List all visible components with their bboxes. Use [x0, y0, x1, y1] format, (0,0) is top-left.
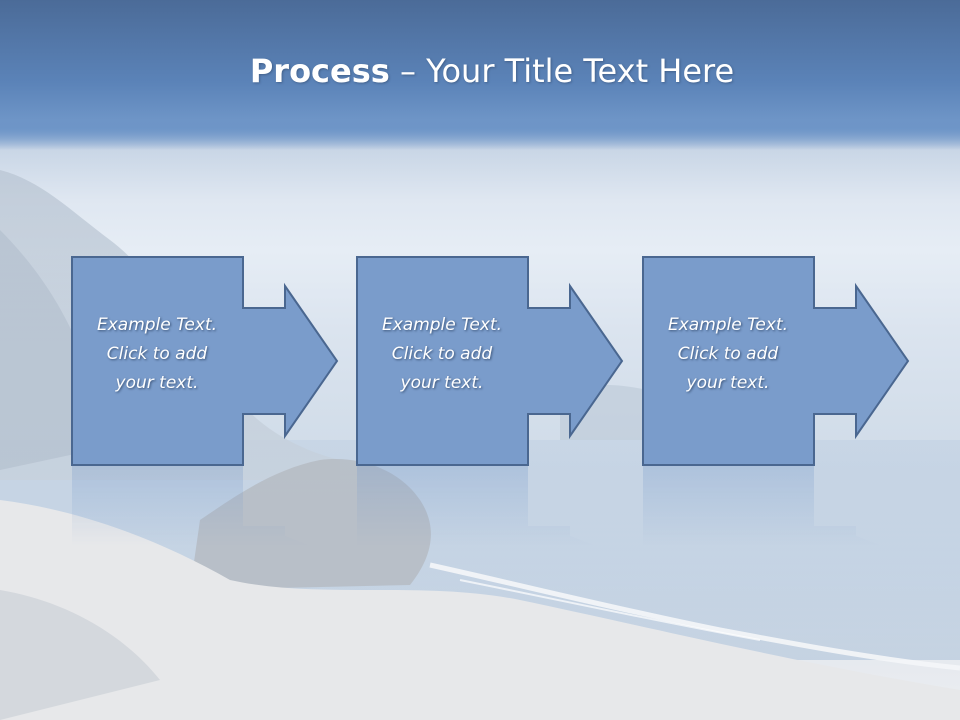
- arrow-box-shape: [642, 256, 910, 466]
- title-band: [0, 0, 960, 150]
- arrow-box-shape: [71, 256, 339, 466]
- step-text-line: your text.: [686, 373, 770, 393]
- step-text[interactable]: Example Text. Click to add your text.: [642, 311, 814, 398]
- process-step-3[interactable]: Example Text. Click to add your text.: [642, 256, 912, 466]
- title-regular-text: – Your Title Text Here: [389, 52, 735, 90]
- step-text-line: Click to add: [677, 344, 779, 364]
- arrow-box-shape: [356, 256, 624, 466]
- slide-title[interactable]: Process – Your Title Text Here: [0, 52, 960, 90]
- step-text-line: Click to add: [106, 344, 208, 364]
- step-1-reflection: [71, 466, 341, 546]
- step-text-line: your text.: [115, 373, 199, 393]
- step-text-line: Example Text.: [381, 315, 503, 335]
- step-3-reflection: [642, 466, 912, 546]
- step-text-line: your text.: [400, 373, 484, 393]
- step-text-line: Example Text.: [667, 315, 789, 335]
- step-text[interactable]: Example Text. Click to add your text.: [356, 311, 528, 398]
- step-2-reflection: [356, 466, 626, 546]
- process-step-2[interactable]: Example Text. Click to add your text.: [356, 256, 626, 466]
- process-step-1[interactable]: Example Text. Click to add your text.: [71, 256, 341, 466]
- step-text-line: Example Text.: [96, 315, 218, 335]
- title-bold-text: Process: [249, 52, 390, 90]
- step-text[interactable]: Example Text. Click to add your text.: [71, 311, 243, 398]
- step-text-line: Click to add: [391, 344, 493, 364]
